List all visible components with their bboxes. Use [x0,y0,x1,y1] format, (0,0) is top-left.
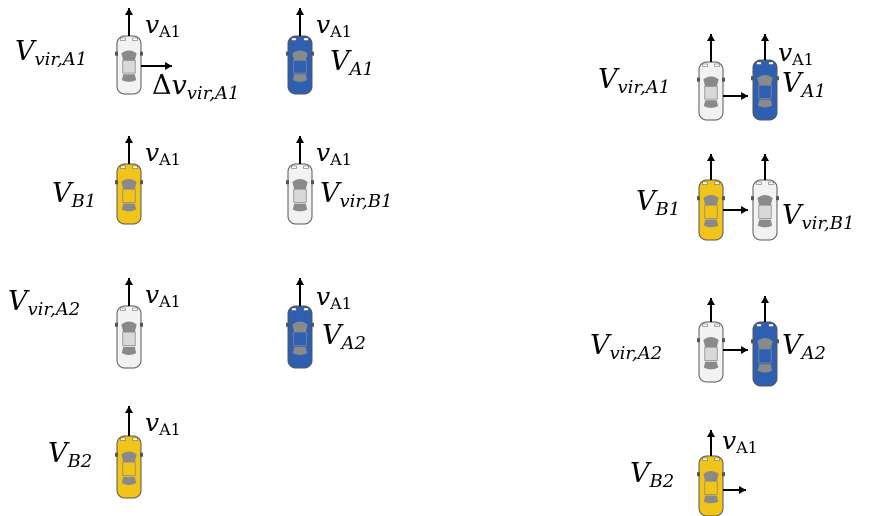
label-v-a1-row1-blue: vA1 [316,10,352,41]
arrow-up-virtual-a1-right [707,34,715,62]
car-b2-right [697,455,725,516]
label-v-vir-a2-right: Vvir,A2 [590,330,663,364]
car-virtual-a2-left [115,305,143,369]
arrow-up-b2-right [707,430,715,456]
label-v-a1-right: VA1 [782,68,826,102]
arrow-delta-v-vir-a1 [141,62,172,70]
label-delta-v-vir-a1: Δvvir,A1 [152,70,240,104]
label-v-a1-right-row1: vA1 [778,38,814,69]
label-v-b1-right: VB1 [636,186,681,220]
car-a1-right [751,59,779,121]
arrow-side-b1-right [723,206,748,214]
label-v-a1-right-row4: vA1 [722,426,758,457]
arrow-up-virtual-b1-right [761,154,769,180]
label-v-a1-row4-yellow: vA1 [145,408,181,439]
arrow-v-a1-white-row1 [125,8,133,36]
label-v-vir-b1-right: Vvir,B1 [782,200,855,234]
label-v-a1-row3-blue: vA1 [316,282,352,313]
label-v-a1-row2-white: vA1 [316,138,352,169]
label-v-b2-right: VB2 [630,458,675,492]
car-b1-right [697,179,725,241]
arrow-v-a1-white-row2 [296,136,304,164]
arrow-v-a1-blue-row3 [296,278,304,306]
arrow-up-virtual-a2-right [707,298,715,322]
label-v-a1-row1-white: vA1 [145,10,181,41]
car-virtual-b1-left [286,163,314,225]
arrow-v-a1-yellow-row4 [125,406,133,436]
label-v-vir-a1-right: Vvir,A1 [598,64,671,98]
arrow-v-a1-white-row3 [125,278,133,306]
car-virtual-b1-right [751,179,779,241]
arrow-up-b1-right [707,154,715,180]
label-v-b1-left: VB1 [52,178,97,212]
car-b1-left [115,163,143,225]
label-v-vir-a1-left: Vvir,A1 [15,36,88,70]
arrow-up-a1-right [761,34,769,60]
label-v-vir-b1-left: Vvir,B1 [320,178,393,212]
label-v-a2-left: VA2 [322,320,366,354]
arrow-v-a1-yellow-row2 [125,136,133,164]
car-virtual-a2-right [697,321,725,383]
arrow-side-b2-right [723,486,746,494]
arrow-up-a2-right [761,296,769,322]
arrow-side-virtual-a2-right [723,346,748,354]
arrow-v-a1-blue-row1 [296,8,304,36]
label-v-a1-blue-left: VA1 [330,46,374,80]
label-v-vir-a2-left: Vvir,A2 [8,286,81,320]
car-a2-right [751,321,779,387]
label-v-a1-row3-white: vA1 [145,280,181,311]
arrow-side-virtual-a1-right [723,92,748,100]
label-v-a1-row2-yellow: vA1 [145,138,181,169]
label-v-b2-left: VB2 [48,438,93,472]
car-b2-left [115,435,143,499]
car-a1-left [286,35,314,95]
car-a2-left [286,305,314,369]
car-virtual-a1-right [697,61,725,121]
label-v-a2-right: VA2 [782,330,826,364]
car-virtual-a1-left [115,35,143,95]
